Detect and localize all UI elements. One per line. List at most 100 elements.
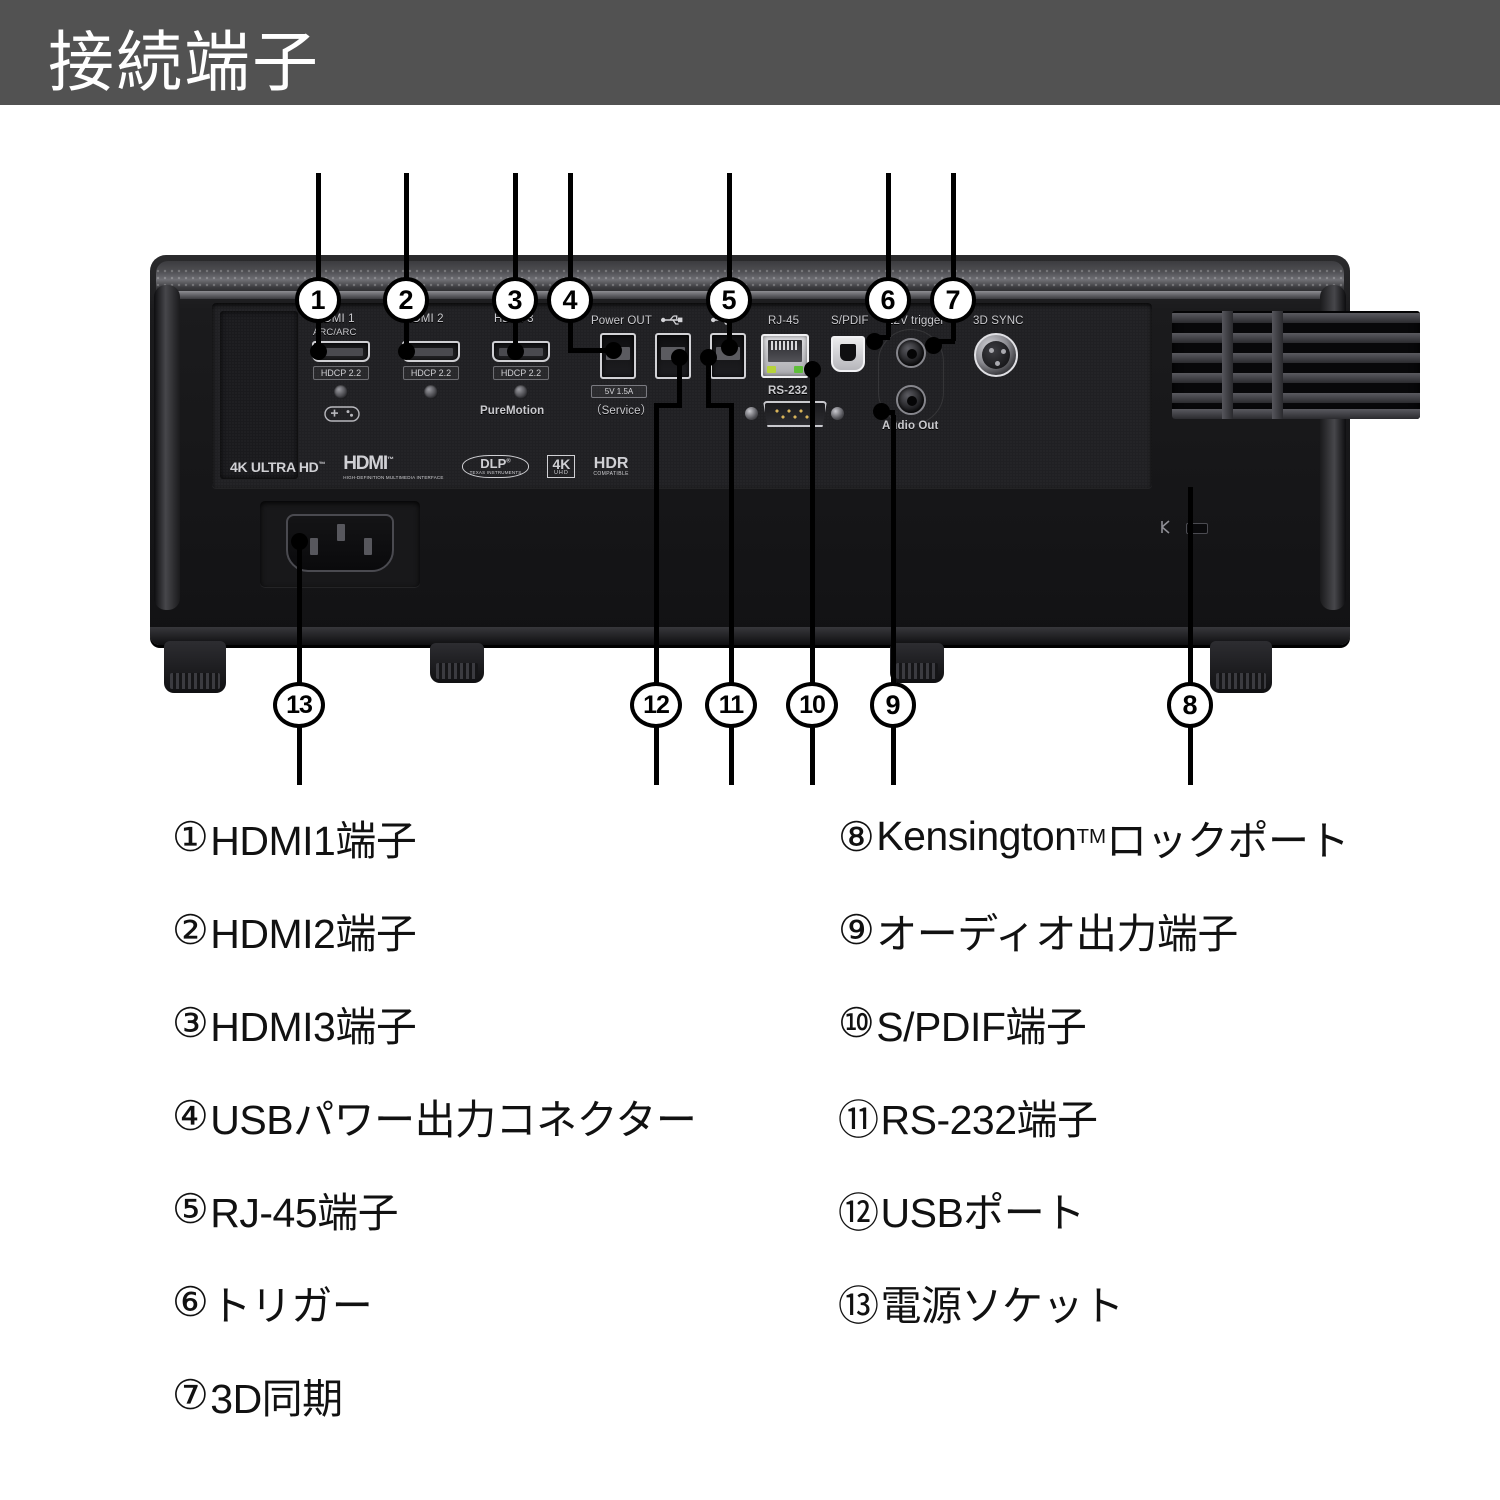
callout-4: 4 — [547, 277, 593, 323]
hdmi1-hdcp-badge: HDCP 2.2 — [313, 366, 369, 380]
callout-7: 7 — [930, 277, 976, 323]
rj45-label: RJ-45 — [768, 315, 800, 327]
legend-text-7: 3D同期 — [210, 1375, 343, 1422]
dlp-logo-sub: TEXAS INSTRUMENTS — [469, 469, 522, 475]
vent-slat — [1172, 313, 1420, 323]
kensington-lock-slot[interactable] — [1186, 523, 1208, 534]
io-panel: HDMI 1 ARC/ARC HDCP 2.2 HDMI 2 HDCP 2.2 … — [212, 303, 1152, 488]
legend-num-4: ④ — [172, 1092, 209, 1139]
rj45-port[interactable] — [761, 334, 809, 378]
foot-front-right — [1210, 641, 1272, 693]
callout-1-label: 1 — [310, 284, 326, 315]
top-vent-bezel — [156, 261, 1344, 295]
foot-front-left — [164, 641, 226, 693]
power-pin-top — [337, 524, 345, 541]
legend-num-6: ⑥ — [172, 1278, 209, 1325]
hdr-logo-sub: COMPATIBLE — [593, 471, 629, 477]
leader-dot-3 — [507, 343, 524, 360]
leader-line-11c — [706, 355, 711, 405]
sync3d-port[interactable] — [974, 333, 1018, 377]
certification-logo-strip: 4K ULTRA HD™ HDMI™ HIGH-DEFINITION MULTI… — [230, 453, 629, 480]
spdif-optical-port[interactable] — [831, 336, 865, 372]
foot-rear-right — [890, 643, 944, 683]
legend-num-9: ⑨ — [838, 906, 875, 953]
4k-uhd-logo-sub: UHD — [553, 469, 569, 476]
leader-dot-5 — [721, 339, 738, 356]
vent-slat — [1172, 353, 1420, 363]
callout-6: 6 — [865, 277, 911, 323]
leader-dot-12 — [671, 349, 688, 366]
audio-out-jack[interactable] — [896, 385, 926, 415]
legend-num-12: ⑫ — [838, 1189, 879, 1236]
callout-11-label: 11 — [718, 690, 744, 719]
leader-line-7 — [951, 173, 956, 341]
leader-line-4b — [568, 348, 614, 353]
legend-num-8: ⑧ — [838, 813, 875, 860]
vent-slat — [1172, 409, 1420, 419]
trigger-jack[interactable] — [896, 338, 926, 368]
legend-text-3: HDMI3端子 — [210, 1003, 417, 1050]
vent-divider — [1272, 311, 1283, 419]
leader-line-12c — [677, 355, 682, 405]
page-title: 接続端子 — [48, 25, 320, 99]
callout-13: 13 — [273, 682, 325, 728]
leader-dot-10 — [804, 361, 821, 378]
leader-line-1 — [316, 173, 321, 356]
hdmi3-screw — [514, 385, 528, 399]
legend-text-6: トリガー — [210, 1282, 373, 1329]
callout-12: 12 — [630, 682, 682, 728]
legend-num-1: ① — [172, 813, 209, 860]
power-socket[interactable] — [286, 514, 394, 572]
leader-line-8 — [1188, 487, 1193, 785]
foot-rear-left — [430, 643, 484, 683]
vent-divider — [1222, 311, 1233, 419]
callout-12-label: 12 — [643, 690, 670, 719]
rs232-screw-left — [745, 407, 758, 420]
callout-2-label: 2 — [398, 284, 414, 315]
leader-line-12b — [654, 403, 682, 408]
callout-10: 10 — [786, 682, 838, 728]
leader-dot-2 — [398, 343, 415, 360]
vent-slat — [1172, 393, 1420, 403]
leader-line-9 — [891, 415, 896, 785]
callout-10-label: 10 — [799, 690, 826, 719]
leader-line-10 — [810, 367, 815, 785]
legend-text-8-pre: Kensington — [876, 813, 1077, 859]
usb-icon-2 — [661, 315, 683, 325]
hdmi1-screw — [334, 385, 348, 399]
legend-num-2: ② — [172, 906, 209, 953]
legend-num-10: ⑩ — [838, 999, 875, 1046]
leader-dot-1 — [310, 343, 327, 360]
rs232-pins — [773, 409, 817, 421]
rs232-label: RS-232 — [768, 385, 808, 397]
leader-line-3 — [513, 173, 518, 356]
power-socket-recess — [260, 501, 420, 587]
hdmi1-sublabel: ARC/ARC — [313, 327, 357, 338]
hdr-logo: HDR COMPATIBLE — [593, 455, 629, 477]
callout-8-label: 8 — [1182, 689, 1198, 720]
hdmi1-port[interactable] — [312, 341, 370, 362]
legend-text-13: 電源ソケット — [880, 1282, 1125, 1329]
audio-out-label: Audio Out — [882, 420, 939, 432]
leader-dot-9 — [873, 403, 890, 420]
trigger-recess-ring — [878, 329, 944, 425]
callout-13-label: 13 — [286, 690, 313, 719]
hdmi2-hdcp-badge: HDCP 2.2 — [403, 366, 459, 380]
sync3d-pin-3 — [995, 361, 1000, 366]
power-pin-left — [310, 538, 318, 555]
legend-num-7: ⑦ — [172, 1371, 209, 1418]
callout-1: 1 — [295, 277, 341, 323]
callout-8: 8 — [1167, 682, 1213, 728]
legend-num-5: ⑤ — [172, 1185, 209, 1232]
hdmi-logo-sub: HIGH-DEFINITION MULTIMEDIA INTERFACE — [343, 475, 444, 480]
leader-dot-4 — [605, 342, 622, 359]
callout-4-label: 4 — [562, 284, 578, 315]
rs232-port[interactable] — [763, 401, 827, 427]
